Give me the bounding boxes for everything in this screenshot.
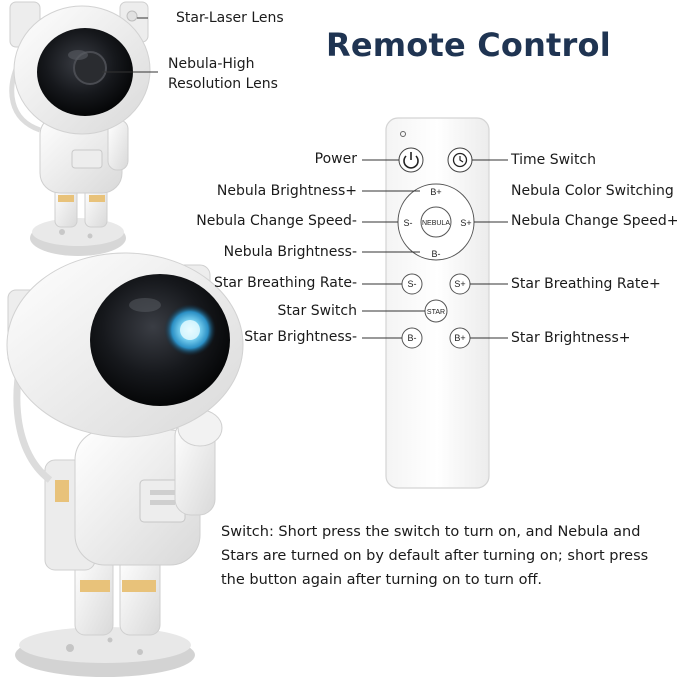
btn-s-plus-text: S+: [460, 218, 471, 228]
label-star-brightness-plus: Star Brightness+: [511, 330, 631, 346]
label-star-breathing-rate-minus: Star Breathing Rate-: [213, 275, 357, 291]
page-title: Remote Control: [326, 26, 611, 64]
label-power: Power: [314, 151, 357, 167]
btn-nebula-text: NEBULA: [422, 220, 450, 227]
star-laser-lens-label: Star-Laser Lens: [176, 10, 284, 26]
btn-star-text: STAR: [427, 309, 445, 316]
btn-s-minus-text: S-: [404, 218, 413, 228]
nebula-lens-label-line2: Resolution Lens: [168, 76, 278, 92]
label-nebula-color-switching: Nebula Color Switching: [511, 183, 674, 199]
switch-note: Switch: Short press the switch to turn o…: [221, 524, 649, 588]
small-astronaut: [9, 1, 151, 256]
label-star-brightness-minus: Star Brightness-: [244, 329, 357, 345]
label-nebula-change-speed-minus: Nebula Change Speed-: [196, 213, 357, 229]
label-nebula-change-speed-plus: Nebula Change Speed+: [511, 213, 679, 229]
btn-b-minus-text: B-: [432, 249, 441, 259]
nebula-lens-label-line1: Nebula-High: [168, 56, 255, 72]
timer-icon: [452, 152, 468, 168]
label-star-switch: Star Switch: [277, 303, 357, 319]
power-icon: [403, 155, 419, 169]
btn-star-s-plus-text: S+: [454, 279, 465, 289]
nebula-button[interactable]: [420, 206, 452, 238]
left-leader-lines: [362, 159, 425, 339]
label-time-switch: Time Switch: [511, 152, 596, 168]
remote-control: [385, 117, 490, 489]
btn-star-s-minus-text: S-: [408, 279, 417, 289]
btn-star-b-plus-text: B+: [454, 333, 465, 343]
label-nebula-brightness-plus: Nebula Brightness+: [216, 183, 357, 199]
label-nebula-brightness-minus: Nebula Brightness-: [223, 244, 357, 260]
btn-star-b-minus-text: B-: [408, 333, 417, 343]
large-astronaut: [6, 252, 244, 677]
btn-b-plus-text: B+: [430, 187, 441, 197]
label-star-breathing-rate-plus: Star Breathing Rate+: [511, 276, 661, 292]
right-leader-lines: [470, 159, 508, 339]
